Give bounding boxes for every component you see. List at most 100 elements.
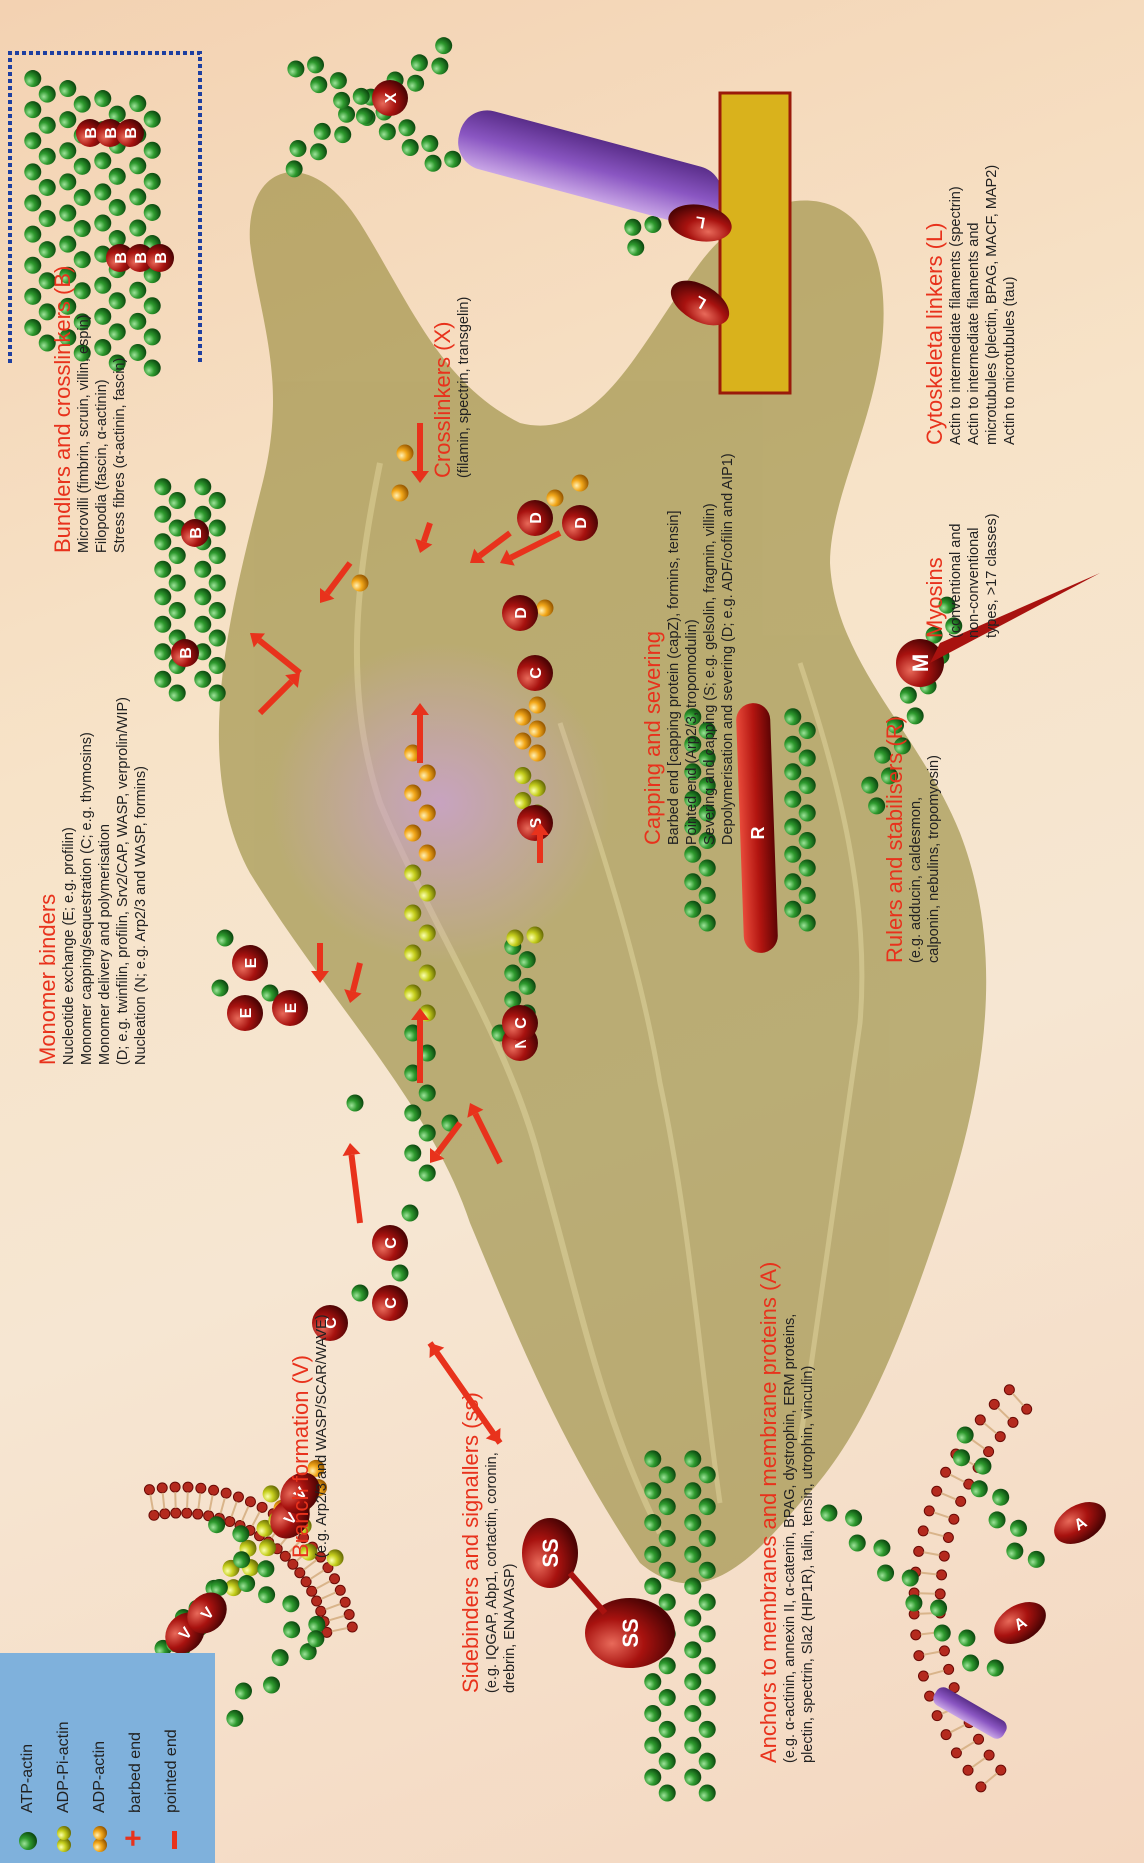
protein-a: A [987, 1593, 1053, 1652]
branch-desc: (e.g. Arp2/3 and WASP/SCAR/WAVE) [313, 1314, 331, 1558]
actin-monomer [314, 123, 331, 140]
lipid-head [995, 1432, 1005, 1442]
lipid-tail [221, 1498, 225, 1513]
actin-monomer [419, 845, 436, 862]
lipid-tail [924, 1552, 940, 1555]
actin-monomer [699, 1466, 716, 1483]
rulers-title: Rulers and stabilisers (R) [882, 716, 907, 963]
lipid-tail [924, 1652, 940, 1655]
actin-monomer [154, 561, 171, 578]
lipid-head [939, 1646, 949, 1656]
capping-desc-1: Barbed end [capping protein (capZ), form… [665, 453, 683, 845]
sidebinder-link [570, 1573, 605, 1613]
lipid-tail [928, 1532, 943, 1536]
lipid-tail [316, 1581, 330, 1589]
protein-label: C [383, 1237, 400, 1249]
protein-label: M [908, 654, 933, 672]
legend-adp: ADP-actin [89, 1741, 111, 1813]
actin-monomer [684, 846, 701, 863]
protein-e: E [232, 945, 268, 981]
actin-monomer [684, 1546, 701, 1563]
actin-monomer [699, 1530, 716, 1547]
rulers-desc-1: (e.g. adducin, caldesmon, [907, 716, 925, 963]
protein-d: D [502, 595, 538, 631]
lipid-head [295, 1568, 305, 1578]
actin-monomer [684, 1578, 701, 1595]
actin-monomer [537, 600, 554, 617]
bundlers-title: Bundlers and crosslinkers (B) [50, 266, 75, 553]
protein-label: D [528, 512, 545, 524]
lipid-head [918, 1526, 928, 1536]
actin-monomer [379, 123, 396, 140]
actin-monomer [194, 478, 211, 495]
actin-monomer [402, 139, 419, 156]
actin-monomer [307, 56, 324, 73]
actin-monomer [144, 142, 161, 159]
actin-monomer [421, 135, 438, 152]
actin-monomer [699, 1498, 716, 1515]
actin-monomer [74, 220, 91, 237]
crosslinkers-block: Crosslinkers (X) (filamin, spectrin, tra… [430, 297, 473, 478]
lipid-tail [928, 1671, 943, 1675]
lipid-head [347, 1622, 357, 1632]
capping-desc-2: Pointed end (Arp2/3, tropomodulin) [683, 453, 701, 845]
protein-a: A [1047, 1493, 1113, 1552]
protein-ss: SS [522, 1518, 578, 1588]
actin-monomer [109, 168, 126, 185]
actin-monomer [411, 54, 428, 71]
actin-monomer [144, 297, 161, 314]
lipid-head [984, 1447, 994, 1457]
actin-monomer [425, 155, 442, 172]
actin-monomer [310, 76, 327, 93]
lipid-head [340, 1597, 350, 1607]
lipid-tail [231, 1502, 236, 1517]
lipid-head [221, 1488, 231, 1498]
actin-monomer [784, 873, 801, 890]
lipid-tail [950, 1475, 964, 1482]
actin-monomer [684, 1641, 701, 1658]
actin-monomer [144, 111, 161, 128]
actin-monomer [820, 1504, 837, 1521]
actin-monomer [169, 575, 186, 592]
actin-monomer [169, 685, 186, 702]
lipid-head [937, 1570, 947, 1580]
actin-monomer [684, 1482, 701, 1499]
actin-monomer [129, 188, 146, 205]
actin-monomer [233, 1551, 250, 1568]
capping-desc-4: Depolymerisation and severing (D; e.g. A… [719, 453, 737, 845]
lipid-head [963, 1765, 973, 1775]
protein-m: M [896, 639, 944, 687]
actin-monomer [74, 158, 91, 175]
actin-monomer [905, 1594, 922, 1611]
actin-monomer [24, 226, 41, 243]
actin-monomer [154, 671, 171, 688]
actin-monomer [784, 846, 801, 863]
actin-monomer [627, 239, 644, 256]
actin-monomer [514, 767, 531, 784]
actin-monomer [971, 1480, 988, 1497]
actin-monomer [238, 1575, 255, 1592]
monomer-desc-5: Nucleation (N; e.g. Arp2/3 and WASP, for… [132, 697, 150, 1065]
actin-monomer [208, 1516, 225, 1533]
actin-monomer [529, 721, 546, 738]
actin-monomer [129, 157, 146, 174]
lipid-tail [985, 1773, 997, 1783]
lipid-head [288, 1559, 298, 1569]
actin-monomer [784, 818, 801, 835]
actin-monomer [398, 119, 415, 136]
actin-monomer [930, 1600, 947, 1617]
actin-monomer [659, 1753, 676, 1770]
actin-monomer [877, 1564, 894, 1581]
actin-monomer [699, 1625, 716, 1642]
actin-monomer [699, 1689, 716, 1706]
protein-label: E [283, 1002, 300, 1013]
actin-monomer [217, 930, 234, 947]
actin-monomer [154, 588, 171, 605]
lipid-head [193, 1509, 203, 1519]
actin-monomer [144, 328, 161, 345]
lipid-head [949, 1514, 959, 1524]
actin-monomer [644, 1705, 661, 1722]
protein-d: D [517, 500, 553, 536]
actin-monomer [529, 745, 546, 762]
